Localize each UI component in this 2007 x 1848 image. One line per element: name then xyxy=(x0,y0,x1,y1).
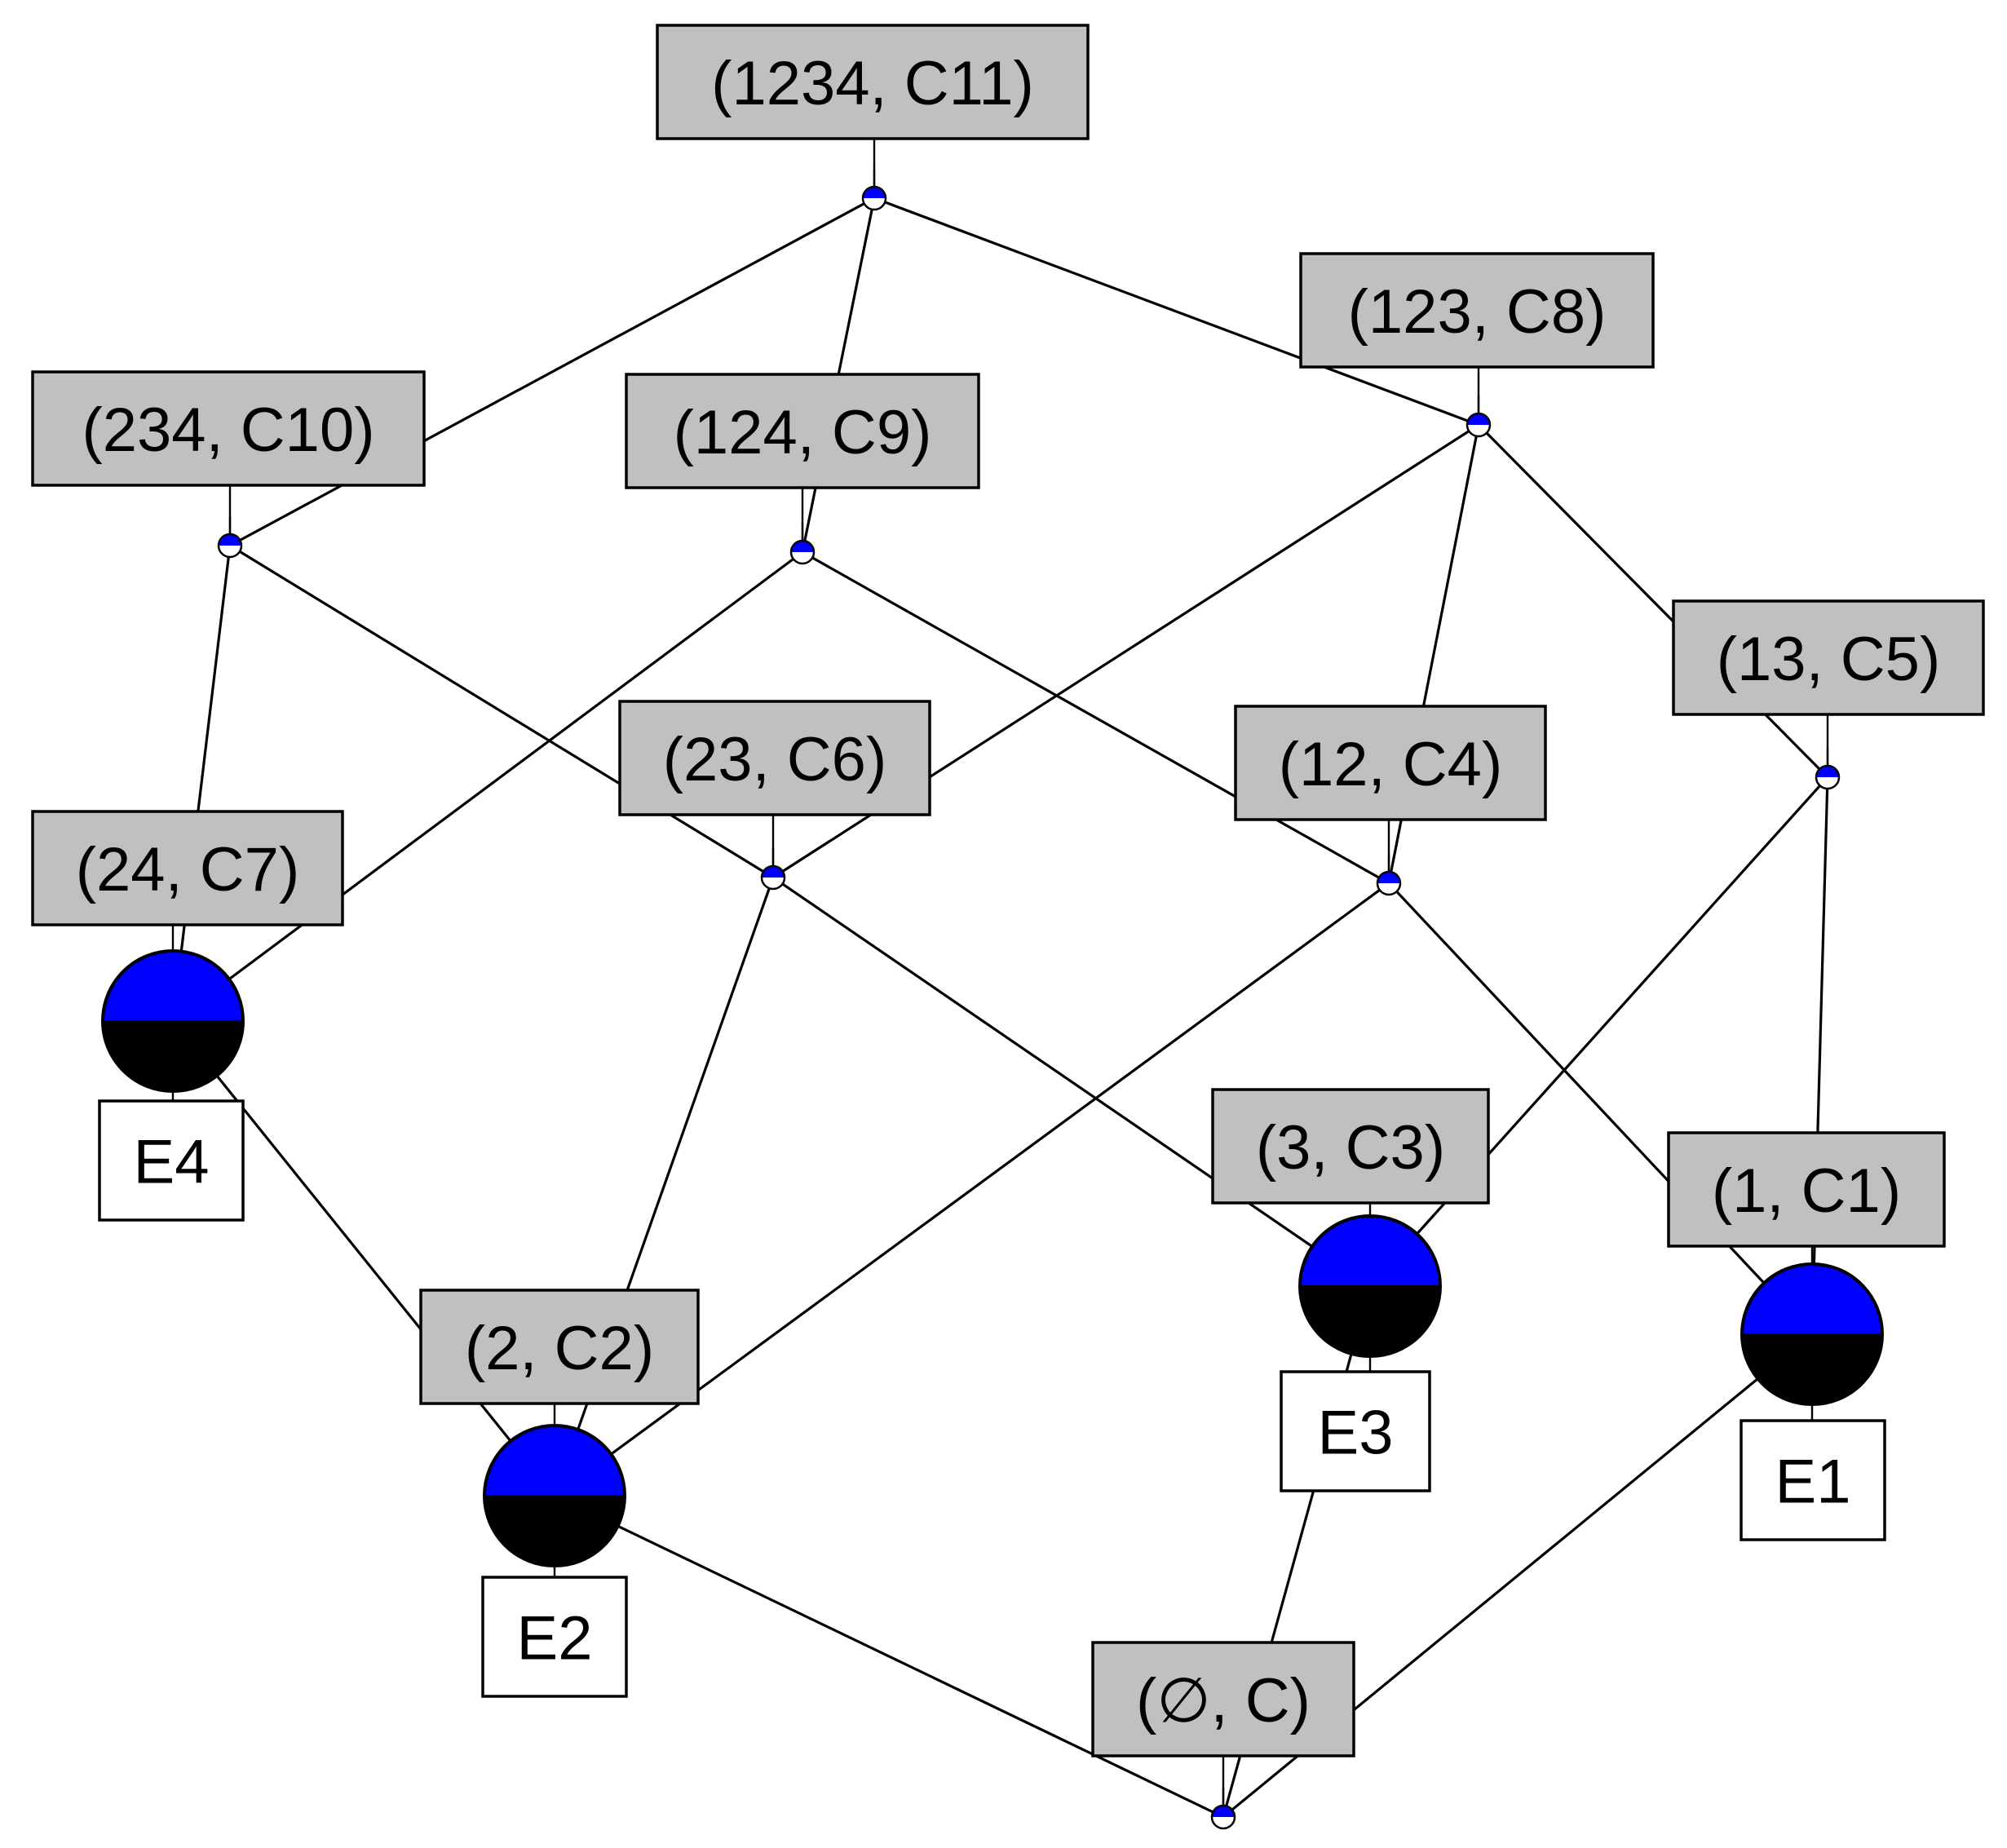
edge-n11-n8 xyxy=(884,201,1469,422)
node-outline xyxy=(217,533,243,559)
node-bottom-half xyxy=(863,198,886,210)
object-label-box xyxy=(98,1099,245,1222)
concept-label-box xyxy=(1667,1131,1946,1248)
node-bottom-half xyxy=(1816,777,1839,789)
concept-label: (1234, C11) xyxy=(711,49,1034,118)
node-outline xyxy=(1465,412,1492,438)
concept-label-box xyxy=(1234,705,1547,821)
node-bottom-half xyxy=(762,878,785,889)
node-outline xyxy=(789,539,816,565)
lattice-nodes xyxy=(101,139,1884,1830)
lattice-node-n4[interactable] xyxy=(1376,870,1402,896)
object-label-box xyxy=(1740,1419,1886,1541)
node-bottom-half xyxy=(1212,1817,1235,1828)
concept-label: (234, C10) xyxy=(82,396,374,465)
lattice-node-n7[interactable] xyxy=(101,949,245,1093)
node-top-half xyxy=(863,187,886,198)
node-top-half xyxy=(1467,413,1490,425)
lattice-node-n0[interactable] xyxy=(1210,1804,1236,1830)
node-top-half xyxy=(103,951,243,1021)
lattice-node-n6[interactable] xyxy=(760,864,786,891)
concept-label: (124, C9) xyxy=(674,398,932,467)
lattice-node-n10[interactable] xyxy=(217,533,243,559)
concept-label-box xyxy=(31,810,344,926)
concept-label-box xyxy=(1299,252,1655,369)
node-top-half xyxy=(1377,872,1400,883)
concept-label-box xyxy=(656,24,1090,140)
node-bottom-half xyxy=(219,546,241,557)
node-top-half xyxy=(791,541,814,552)
concept-label: (1, C1) xyxy=(1712,1156,1901,1226)
concept-label: (24, C7) xyxy=(76,835,300,904)
node-outline xyxy=(861,185,887,211)
lattice-node-n2[interactable] xyxy=(483,1424,626,1567)
concept-label: (12, C4) xyxy=(1279,730,1503,799)
lattice-node-n9[interactable] xyxy=(789,539,816,565)
node-outline xyxy=(1815,764,1841,790)
concept-label-box xyxy=(625,373,980,489)
concept-label-box xyxy=(31,370,426,487)
object-label-box xyxy=(1280,1370,1431,1492)
edge-n10-n6 xyxy=(239,550,764,873)
node-top-half xyxy=(1742,1264,1882,1334)
node-bottom-half xyxy=(1377,883,1400,895)
node-bottom-half xyxy=(1742,1334,1882,1404)
object-label: E4 xyxy=(134,1128,210,1197)
node-top-half xyxy=(484,1426,625,1496)
edge-n9-n4 xyxy=(811,556,1380,879)
lattice-node-n5[interactable] xyxy=(1815,764,1841,790)
lattice-labels: (1234, C11) (234, C10) (124, C9) (123, C8) (… xyxy=(31,24,1985,1757)
concept-label: (13, C5) xyxy=(1717,625,1941,694)
node-top-half xyxy=(762,866,785,878)
edge-n4-n2 xyxy=(610,889,1381,1456)
object-label-box xyxy=(481,1576,628,1698)
concept-label: (2, C2) xyxy=(465,1314,654,1383)
lattice-node-n3[interactable] xyxy=(1298,1214,1442,1358)
concept-label: (23, C6) xyxy=(663,725,887,794)
node-outline xyxy=(760,864,786,891)
node-bottom-half xyxy=(484,1496,625,1566)
concept-label-box xyxy=(419,1289,700,1405)
concept-label-box xyxy=(1672,599,1985,716)
concept-label: (3, C3) xyxy=(1256,1113,1445,1183)
node-bottom-half xyxy=(103,1021,243,1091)
object-label: E1 xyxy=(1775,1448,1851,1517)
edge-n2-n0 xyxy=(617,1524,1214,1814)
concept-label-box xyxy=(1091,1641,1355,1757)
lattice-edges xyxy=(179,201,1829,1814)
node-bottom-half xyxy=(1300,1286,1440,1356)
node-top-half xyxy=(1816,766,1839,777)
node-outline xyxy=(1376,870,1402,896)
node-top-half xyxy=(219,534,241,546)
lattice-node-n1[interactable] xyxy=(1740,1262,1884,1406)
node-top-half xyxy=(1212,1806,1235,1817)
concept-label: (123, C8) xyxy=(1348,277,1607,347)
lattice-node-n11[interactable] xyxy=(861,185,887,211)
node-bottom-half xyxy=(1467,425,1490,436)
lattice-node-n8[interactable] xyxy=(1465,412,1492,438)
object-label: E2 xyxy=(517,1604,593,1673)
concept-label-box xyxy=(1211,1088,1490,1205)
concept-label-box xyxy=(618,700,931,816)
node-bottom-half xyxy=(791,552,814,564)
concept-label: (∅, C) xyxy=(1136,1666,1311,1735)
node-top-half xyxy=(1300,1216,1440,1286)
node-outline xyxy=(1210,1804,1236,1830)
object-label: E3 xyxy=(1318,1399,1394,1468)
